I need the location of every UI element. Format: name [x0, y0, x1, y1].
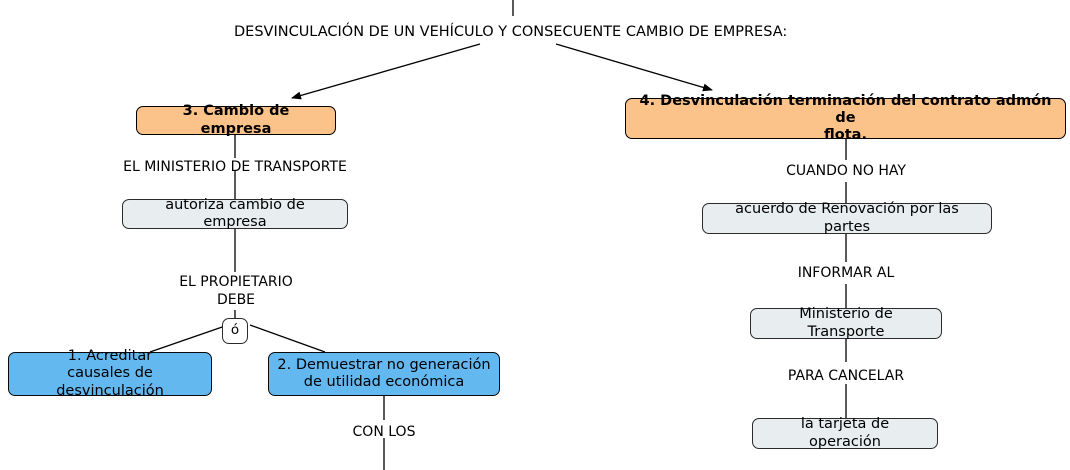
- node-tarjeta-de-operacion[interactable]: la tarjeta de operación: [752, 416, 938, 450]
- diagram-title: DESVINCULACIÓN DE UN VEHÍCULO Y CONSECUE…: [234, 24, 788, 40]
- label-informar-al: INFORMAR AL: [797, 265, 895, 281]
- node-conector-o[interactable]: ó: [222, 318, 248, 344]
- label-ministerio-transporte: EL MINISTERIO DE TRANSPORTE: [123, 159, 347, 175]
- node-desvinculacion-terminacion[interactable]: 4. Desvinculación terminación del contra…: [625, 93, 1066, 143]
- node-demostrar-line1: 2. Demuestrar no generación: [277, 356, 491, 373]
- node-demostrar-line2: de utilidad económica: [303, 374, 465, 390]
- label-debe: DEBE: [216, 292, 256, 308]
- node-autoriza-cambio-empresa[interactable]: autoriza cambio de empresa: [122, 197, 348, 230]
- label-con-los: CON LOS: [352, 424, 416, 440]
- node-desvinculacion-line1: 4. Desvinculación terminación del contra…: [639, 92, 1052, 126]
- node-acreditar-causales-line2: causales de desvinculación: [56, 365, 164, 399]
- node-ministerio-de-transporte[interactable]: Ministerio de Transporte: [750, 306, 942, 340]
- label-el-propietario: EL PROPIETARIO: [179, 274, 293, 290]
- node-acuerdo-renovacion[interactable]: acuerdo de Renovación por las partes: [702, 201, 992, 235]
- label-para-cancelar: PARA CANCELAR: [787, 368, 905, 384]
- node-acreditar-causales[interactable]: 1. Acreditar causales de desvinculación: [8, 348, 212, 399]
- node-cambio-de-empresa[interactable]: 3. Cambio de empresa: [136, 103, 336, 137]
- node-desvinculacion-line2: flota.: [824, 127, 867, 144]
- node-acreditar-causales-line1: 1. Acreditar: [67, 348, 153, 365]
- label-cuando-no-hay: CUANDO NO HAY: [786, 163, 906, 179]
- node-demostrar-no-generacion[interactable]: 2. Demuestrar no generación de utilidad …: [268, 352, 500, 396]
